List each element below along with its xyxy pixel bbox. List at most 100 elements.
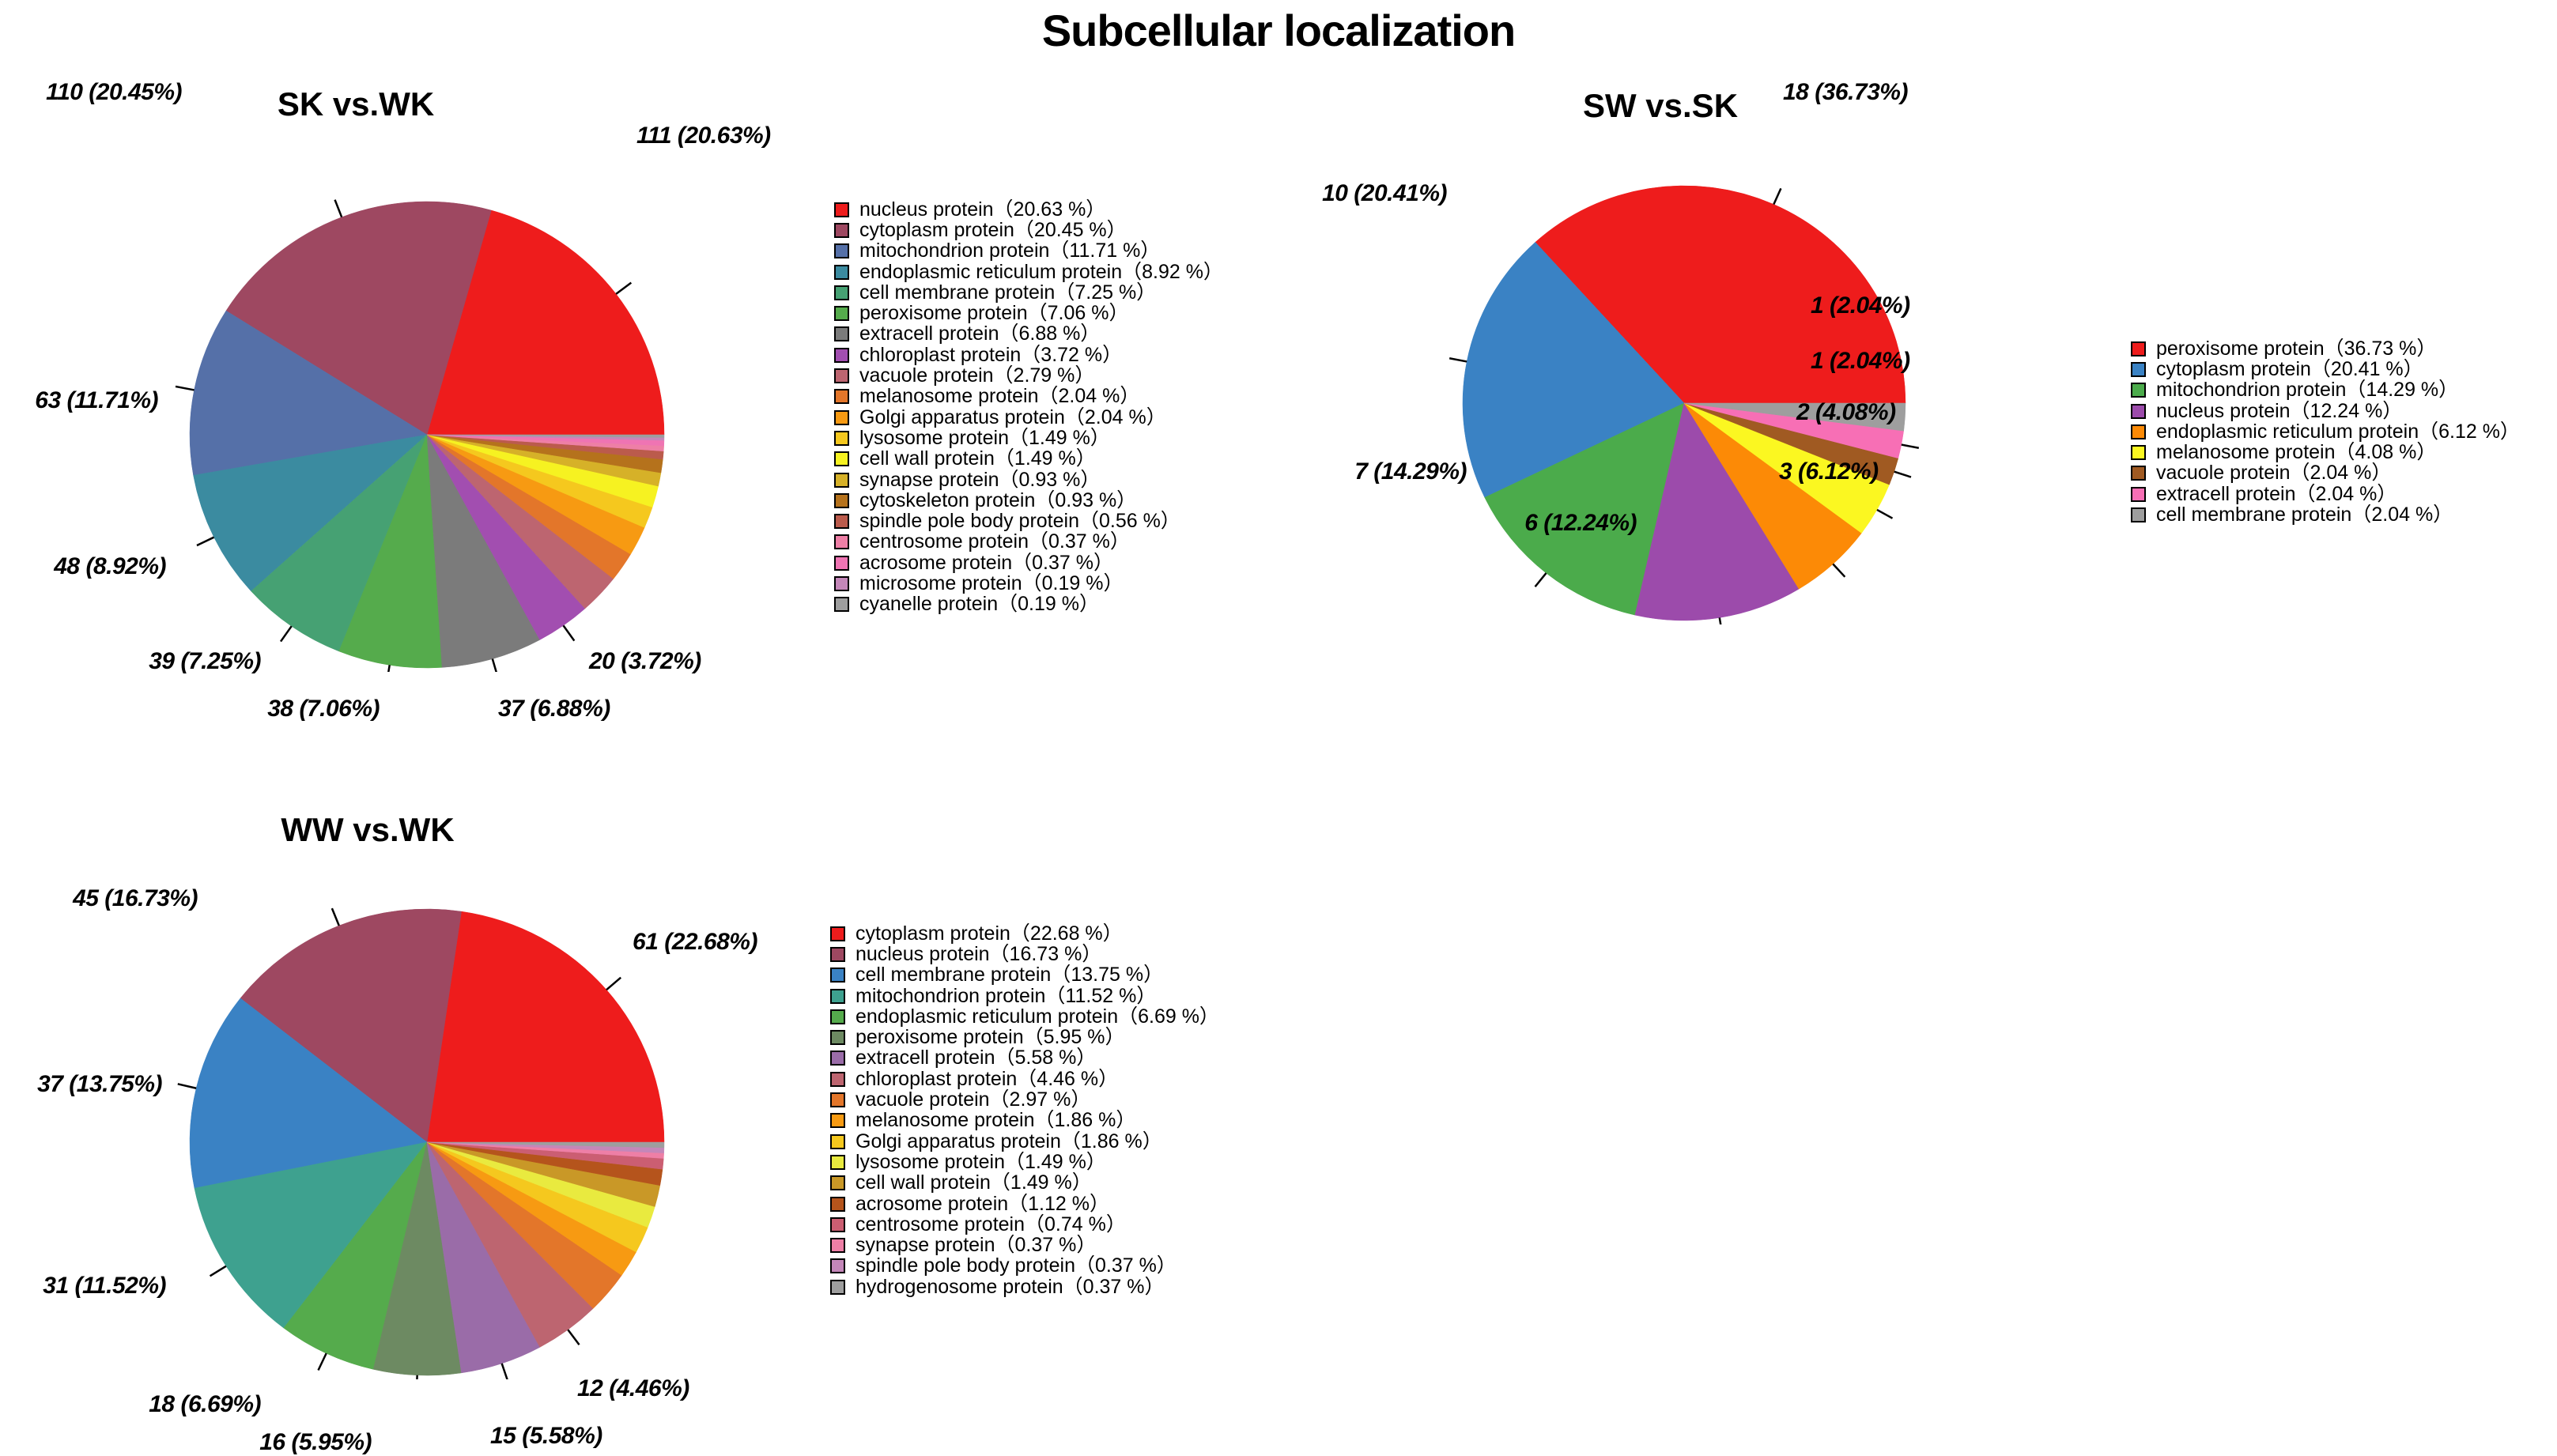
pie-slice[interactable] <box>1683 402 1906 432</box>
legend-label: centrosome protein（0.37 %） <box>859 530 1130 553</box>
legend-item[interactable]: centrosome protein（0.74 %） <box>830 1214 1219 1235</box>
legend-swatch-icon <box>834 514 849 530</box>
pie-callout-3-15: 15 (5.58%) <box>490 1423 602 1449</box>
legend-label: hydrogenosome protein（0.37 %） <box>855 1275 1165 1298</box>
legend-item[interactable]: cytoplasm protein（20.41 %） <box>2131 359 2520 379</box>
legend-swatch-icon <box>830 1238 845 1254</box>
legend-item[interactable]: cyanelle protein（0.19 %） <box>834 594 1223 615</box>
leader-line <box>279 625 293 643</box>
legend-label: lysosome protein（1.49 %） <box>855 1150 1106 1173</box>
legend-item[interactable]: mitochondrion protein（11.71 %） <box>834 241 1223 262</box>
legend-item[interactable]: cytoskeleton protein（0.93 %） <box>834 490 1223 511</box>
legend-item[interactable]: nucleus protein（20.63 %） <box>834 199 1223 220</box>
legend-label: Golgi apparatus protein（1.86 %） <box>855 1130 1162 1152</box>
pie-slice[interactable] <box>1634 402 1800 621</box>
pie-slice[interactable] <box>426 209 665 436</box>
legend-item[interactable]: melanosome protein（1.86 %） <box>830 1111 1219 1131</box>
pie-callout-1-111: 111 (20.63%) <box>636 123 771 149</box>
legend-item[interactable]: chloroplast protein（4.46 %） <box>830 1069 1219 1089</box>
legend-item[interactable]: melanosome protein（4.08 %） <box>2131 442 2520 462</box>
pie-slice[interactable] <box>426 911 665 1143</box>
legend-1: nucleus protein（20.63 %） cytoplasm prote… <box>834 199 1223 615</box>
legend-item[interactable]: nucleus protein（16.73 %） <box>830 944 1219 964</box>
legend-item[interactable]: cell wall protein（1.49 %） <box>834 449 1223 470</box>
pie-slice[interactable] <box>283 1141 428 1370</box>
leader-line <box>562 624 576 642</box>
legend-item[interactable]: lysosome protein（1.49 %） <box>834 428 1223 448</box>
legend-item[interactable]: Golgi apparatus protein（1.86 %） <box>830 1131 1219 1152</box>
legend-label: peroxisome protein（5.95 %） <box>855 1026 1125 1049</box>
pie-slice[interactable] <box>193 434 428 592</box>
legend-item[interactable]: peroxisome protein（7.06 %） <box>834 303 1223 323</box>
leader-line <box>1901 443 1920 449</box>
legend-item[interactable]: Golgi apparatus protein（2.04 %） <box>834 407 1223 428</box>
pie-callout-1-37: 37 (6.88%) <box>498 696 610 722</box>
legend-item[interactable]: microsome protein（0.19 %） <box>834 573 1223 594</box>
legend-label: extracell protein（6.88 %） <box>859 323 1101 345</box>
legend-item[interactable]: centrosome protein（0.37 %） <box>834 532 1223 553</box>
legend-item[interactable]: extracell protein（6.88 %） <box>834 324 1223 345</box>
legend-item[interactable]: hydrogenosome protein（0.37 %） <box>830 1277 1219 1297</box>
legend-swatch-icon <box>834 264 849 280</box>
legend-item[interactable]: cell wall protein（1.49 %） <box>830 1173 1219 1194</box>
legend-item[interactable]: spindle pole body protein（0.56 %） <box>834 511 1223 531</box>
pie-callout-1-63: 63 (11.71%) <box>35 387 158 413</box>
legend-label: nucleus protein（12.24 %） <box>2156 399 2403 422</box>
legend-item[interactable]: cell membrane protein（7.25 %） <box>834 282 1223 303</box>
chart-title-2: SW vs.SK <box>1582 87 1739 124</box>
pie-slice[interactable] <box>1535 185 1906 404</box>
legend-swatch-icon <box>2131 466 2146 481</box>
legend-label: mitochondrion protein（11.71 %） <box>859 240 1161 262</box>
legend-swatch-icon <box>834 222 849 238</box>
legend-item[interactable]: endoplasmic reticulum protein（6.69 %） <box>830 1006 1219 1027</box>
legend-item[interactable]: synapse protein（0.37 %） <box>830 1235 1219 1255</box>
pie-slice[interactable] <box>426 434 665 438</box>
legend-item[interactable]: endoplasmic reticulum protein（6.12 %） <box>2131 421 2520 442</box>
legend-item[interactable]: vacuole protein（2.79 %） <box>834 365 1223 386</box>
legend-label: endoplasmic reticulum protein（8.92 %） <box>859 260 1223 283</box>
legend-3: cytoplasm protein（22.68 %） nucleus prote… <box>830 923 1219 1297</box>
leader-line <box>1894 470 1912 478</box>
legend-item[interactable]: spindle pole body protein（0.37 %） <box>830 1256 1219 1277</box>
legend-label: peroxisome protein（36.73 %） <box>2156 337 2437 360</box>
legend-label: chloroplast protein（3.72 %） <box>859 343 1123 366</box>
leader-line <box>330 907 340 926</box>
pie-slice[interactable] <box>426 1141 665 1149</box>
pie-callout-2-18: 18 (36.73%) <box>1783 79 1908 105</box>
legend-item[interactable]: cytoplasm protein（20.45 %） <box>834 220 1223 240</box>
legend-item[interactable]: cell membrane protein（2.04 %） <box>2131 504 2520 525</box>
legend-item[interactable]: vacuole protein（2.04 %） <box>2131 463 2520 484</box>
legend-item[interactable]: lysosome protein（1.49 %） <box>830 1152 1219 1172</box>
pie-callout-2-1a: 1 (2.04%) <box>1811 348 1910 374</box>
legend-item[interactable]: synapse protein（0.93 %） <box>834 470 1223 490</box>
legend-label: Golgi apparatus protein（2.04 %） <box>859 405 1166 428</box>
legend-item[interactable]: extracell protein（5.58 %） <box>830 1048 1219 1069</box>
legend-item[interactable]: nucleus protein（12.24 %） <box>2131 401 2520 421</box>
legend-2: peroxisome protein（36.73 %） cytoplasm pr… <box>2131 338 2520 526</box>
legend-item[interactable]: melanosome protein（2.04 %） <box>834 387 1223 407</box>
legend-item[interactable]: vacuole protein（2.97 %） <box>830 1089 1219 1110</box>
legend-item[interactable]: cell membrane protein（13.75 %） <box>830 965 1219 986</box>
legend-label: endoplasmic reticulum protein（6.12 %） <box>2156 420 2520 443</box>
legend-item[interactable]: extracell protein（2.04 %） <box>2131 484 2520 504</box>
legend-swatch-icon <box>834 597 849 613</box>
legend-item[interactable]: peroxisome protein（5.95 %） <box>830 1027 1219 1047</box>
pie-slice[interactable] <box>426 434 541 668</box>
pie-callout-1-110: 110 (20.45%) <box>46 79 182 105</box>
legend-swatch-icon <box>2131 383 2146 398</box>
legend-item[interactable]: cytoplasm protein（22.68 %） <box>830 923 1219 944</box>
legend-item[interactable]: mitochondrion protein（11.52 %） <box>830 986 1219 1006</box>
pie-callout-3-61: 61 (22.68%) <box>633 929 757 955</box>
legend-item[interactable]: peroxisome protein（36.73 %） <box>2131 338 2520 359</box>
pie-slice[interactable] <box>189 310 428 476</box>
legend-label: acrosome protein（1.12 %） <box>855 1192 1109 1215</box>
pie-slice[interactable] <box>1484 402 1685 616</box>
pie-slice[interactable] <box>225 201 492 436</box>
legend-label: cyanelle protein（0.19 %） <box>859 593 1099 616</box>
legend-item[interactable]: chloroplast protein（3.72 %） <box>834 345 1223 365</box>
legend-item[interactable]: mitochondrion protein（14.29 %） <box>2131 380 2520 401</box>
legend-item[interactable]: acrosome protein（1.12 %） <box>830 1194 1219 1214</box>
legend-item[interactable]: endoplasmic reticulum protein（8.92 %） <box>834 262 1223 282</box>
legend-item[interactable]: acrosome protein（0.37 %） <box>834 553 1223 573</box>
pie-slice[interactable] <box>338 434 443 669</box>
